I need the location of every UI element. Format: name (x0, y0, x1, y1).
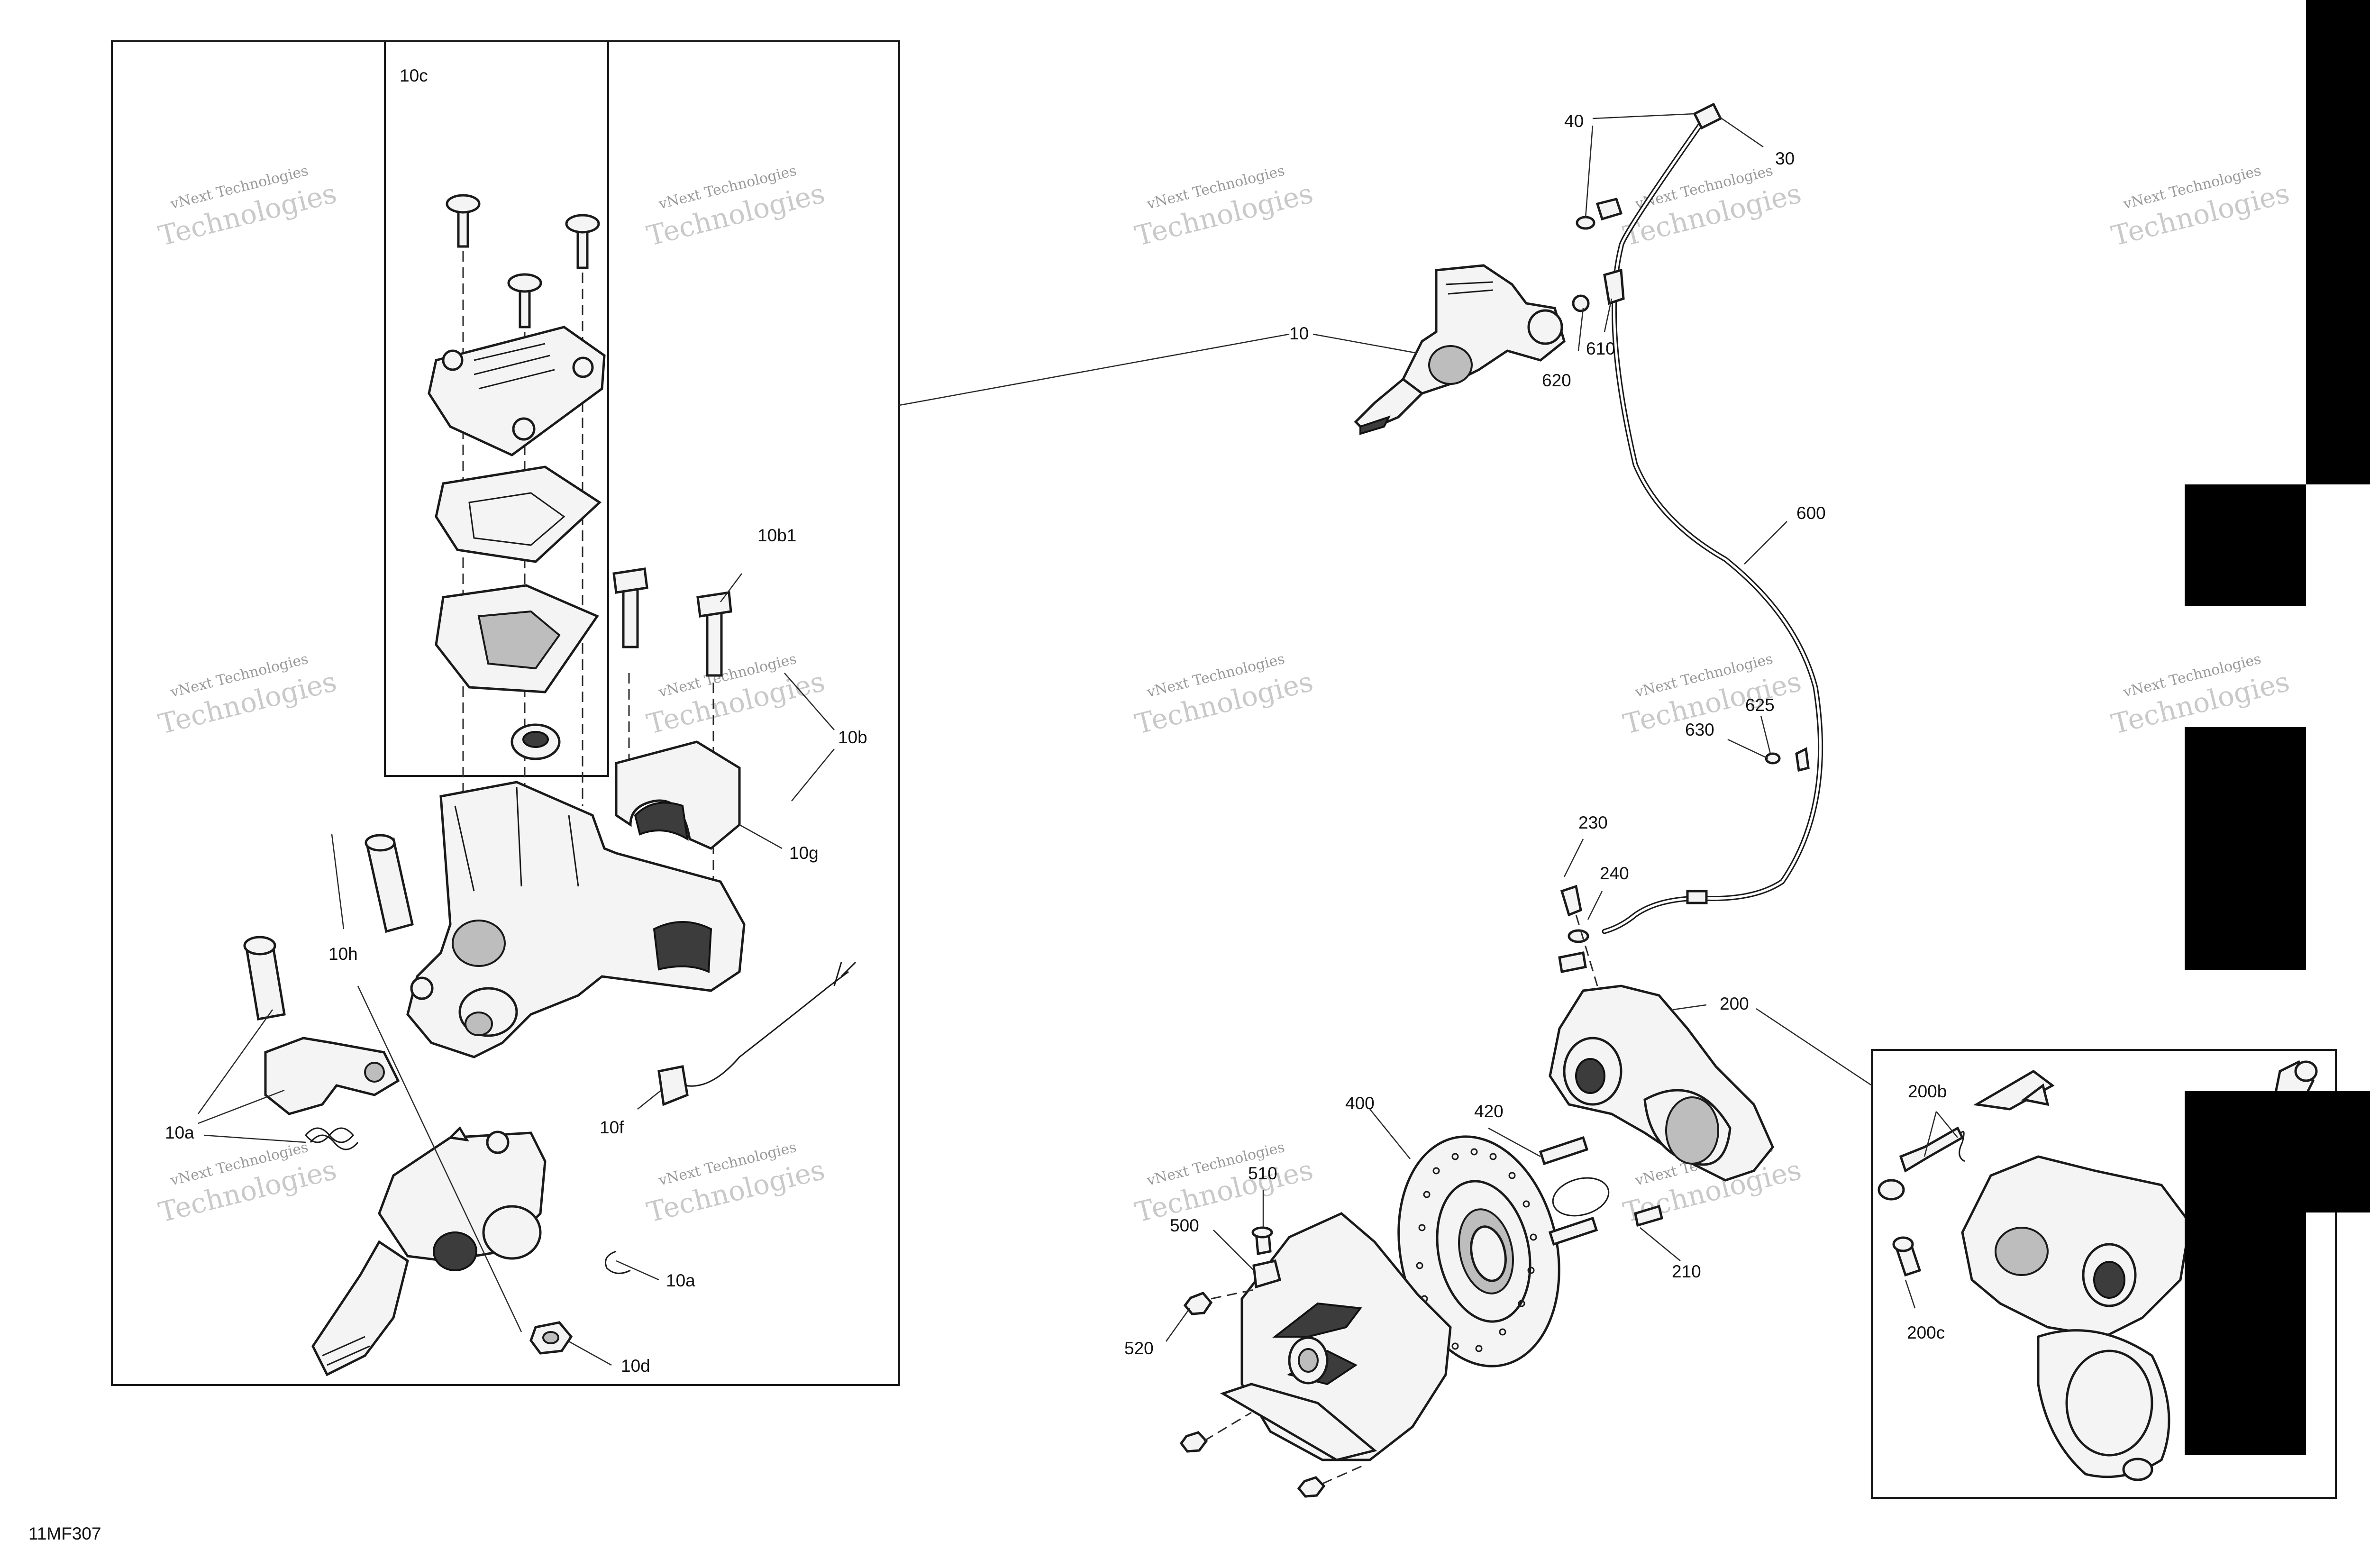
callout-label: 600 (1796, 503, 1826, 523)
callout-label: 520 (1124, 1339, 1154, 1358)
detail-link-line (899, 333, 1290, 406)
brake-hose (1563, 102, 1823, 934)
disc-guard (1165, 1190, 1452, 1498)
circlip (605, 1250, 631, 1274)
callout-label: 40 (1564, 111, 1584, 131)
brake-lever (311, 1126, 547, 1377)
master-cylinder-assembly (1313, 264, 1566, 435)
watermark: vNext Technologies Technologies (644, 163, 828, 252)
brake-caliper (1549, 884, 1774, 1182)
detail-frame-200 (1871, 1049, 2337, 1499)
callout-label: 30 (1775, 149, 1795, 168)
lever-bracket (264, 1037, 400, 1115)
callout-label: 230 (1578, 813, 1608, 832)
callout-label: 10b (838, 728, 867, 747)
callout-label: 510 (1248, 1164, 1277, 1183)
callout-label: 200c (1907, 1323, 1945, 1342)
redaction-block (2185, 484, 2306, 606)
callout-label: 630 (1685, 720, 1714, 739)
guard-nut (1297, 1476, 1326, 1498)
callout-label: 10b1 (757, 526, 796, 545)
detail-link-line (1756, 1008, 1872, 1086)
watermark-layer: vNext Technologies Technologies vNext Te… (155, 163, 2293, 1229)
sight-glass-seal (510, 723, 561, 760)
reservoir-cover (428, 326, 606, 456)
cover-screw (446, 194, 481, 248)
brake-disc (1369, 1109, 1560, 1367)
return-spring (305, 1127, 359, 1150)
watermark: vNext Technologies Technologies (155, 651, 340, 740)
guard-nut (1179, 1431, 1208, 1453)
callout-label: 210 (1672, 1262, 1701, 1281)
cover-screw (565, 214, 600, 269)
brake-switch (657, 961, 857, 1106)
callout-label: 200 (1720, 994, 1749, 1013)
redaction-block (2185, 1091, 2370, 1212)
callout-label: 10 (1289, 324, 1309, 343)
callout-labels: 10c 10b1 10b 10g 10h 10a 10f 10a 10d 10 … (28, 66, 1947, 1543)
detail-frame-10c (384, 40, 609, 777)
caliper-bolts (1488, 1127, 1681, 1261)
callout-label: 10g (789, 843, 819, 863)
watermark: vNext Technologies Technologies (1132, 163, 1316, 252)
redaction-block (2185, 1212, 2306, 1455)
callout-label: 610 (1586, 339, 1615, 358)
callout-label: 10d (621, 1356, 650, 1376)
bleeder-valve (1892, 1236, 1922, 1277)
callout-label: 500 (1170, 1216, 1199, 1235)
watermark: vNext Technologies Technologies (1132, 651, 1316, 740)
watermark: vNext Technologies Technologies (155, 1139, 340, 1229)
guide-pin (1878, 1126, 1964, 1201)
callout-label: 620 (1542, 371, 1571, 390)
callout-label: 10a (165, 1123, 194, 1142)
redaction-block (2185, 727, 2306, 970)
pivot-pin (365, 834, 414, 933)
master-cylinder-exploded (197, 194, 857, 1377)
callout-label: 10h (328, 944, 358, 964)
watermark: vNext Technologies Technologies (644, 651, 828, 740)
callout-label: 240 (1600, 864, 1629, 883)
watermark: vNext Technologies Technologies (2108, 163, 2293, 252)
pivot-screw (243, 936, 286, 1021)
diaphragm-bellows (435, 584, 599, 693)
guard-nut (1183, 1292, 1213, 1315)
callout-label: 400 (1345, 1094, 1375, 1113)
master-cylinder-body (406, 781, 746, 1058)
watermark: vNext Technologies Technologies (155, 163, 340, 252)
watermark: vNext Technologies Technologies (644, 1139, 828, 1229)
cover-screw (507, 273, 542, 328)
lever-nut (529, 1321, 573, 1355)
callout-label: 10c (400, 66, 428, 85)
callout-label: 420 (1474, 1102, 1504, 1121)
callout-label: 10a (666, 1271, 695, 1290)
callout-label: 10f (600, 1118, 624, 1137)
diaphragm-plate (435, 465, 602, 563)
clamp-bolt (696, 591, 732, 677)
clamp-bolt (612, 567, 648, 648)
watermark: vNext Technologies Technologies (1132, 1139, 1316, 1229)
figure-id: 11MF307 (28, 1524, 101, 1543)
callout-label: 625 (1745, 695, 1775, 715)
redaction-block (2306, 0, 2370, 484)
handlebar-clamp (615, 740, 741, 850)
mount-screw (1251, 1226, 1273, 1255)
watermark: vNext Technologies Technologies (2108, 651, 2293, 740)
redaction-blocks (2185, 0, 2370, 1455)
callout-label: 200b (1908, 1082, 1947, 1101)
